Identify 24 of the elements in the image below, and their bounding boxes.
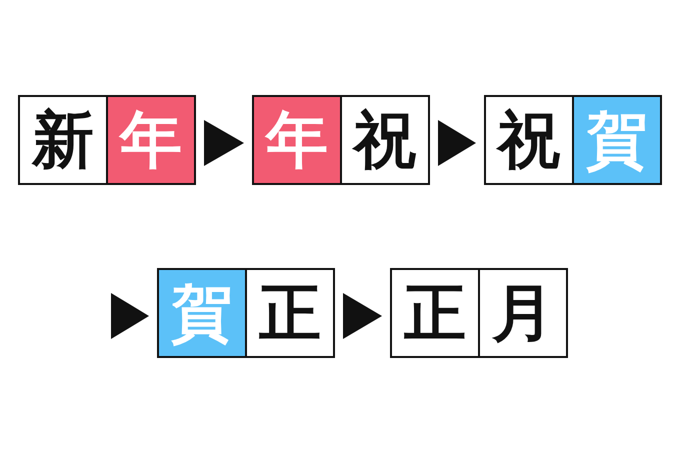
character-cell: [340, 95, 430, 185]
character-cell: [106, 95, 196, 185]
kanji-character: 祝: [354, 109, 416, 171]
character-cell: [572, 95, 662, 185]
kanji-character: 祝: [498, 109, 560, 171]
kanji-character: 年: [120, 109, 182, 171]
character-cell: [390, 268, 480, 358]
character-cell: [484, 95, 574, 185]
kanji-character: 月: [492, 282, 554, 344]
kanji-character: 賀: [586, 109, 648, 171]
character-cell: [245, 268, 335, 358]
kanji-character: 新: [32, 109, 94, 171]
arrow: [343, 293, 382, 339]
kanji-character: 年: [266, 109, 328, 171]
arrow: [204, 120, 244, 166]
kanji-character: 賀: [171, 282, 233, 344]
arrow: [438, 120, 476, 166]
kanji-character: 正: [404, 282, 466, 344]
character-cell: [157, 268, 247, 358]
character-cell: [252, 95, 342, 185]
kanji-character: 正: [259, 282, 321, 344]
arrow: [111, 293, 149, 339]
character-cell: [18, 95, 108, 185]
character-cell: [478, 268, 568, 358]
